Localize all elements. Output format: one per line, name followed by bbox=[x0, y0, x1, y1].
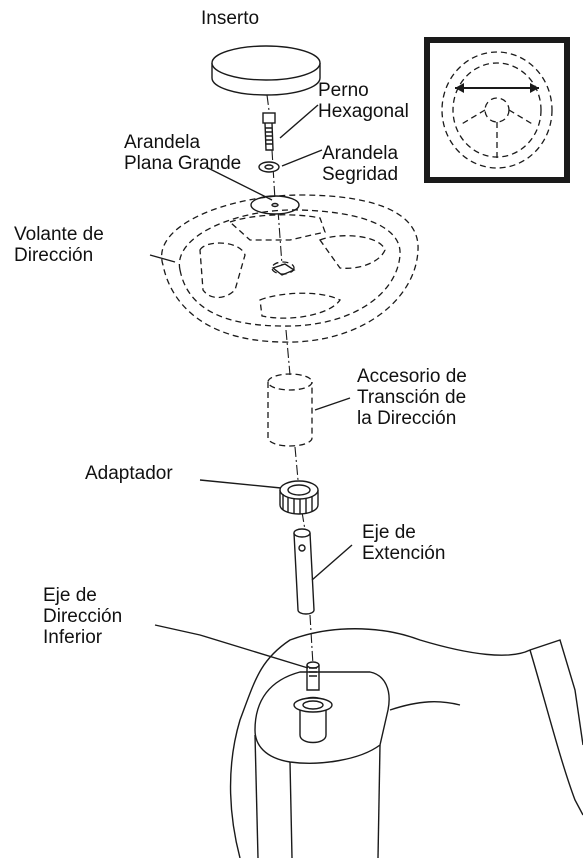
label-extension-shaft: Eje de Extención bbox=[362, 522, 445, 564]
label-transition-fitting-line2: Transción de bbox=[357, 387, 467, 408]
lock-washer bbox=[258, 161, 280, 173]
label-transition-fitting-line3: la Dirección bbox=[357, 408, 457, 429]
lower-shaft bbox=[306, 661, 320, 691]
label-lower-shaft-line3: Inferior bbox=[43, 627, 103, 648]
tractor-hood bbox=[229, 628, 583, 858]
label-flat-washer: Arandela Plana Grande bbox=[124, 132, 241, 174]
center-axis bbox=[266, 94, 314, 666]
label-insert-text: Inserto bbox=[201, 8, 260, 29]
extension-shaft bbox=[293, 528, 315, 615]
label-transition-fitting: Accesorio de Transción de la Dirección bbox=[357, 366, 467, 429]
label-lower-shaft-line1: Eje de bbox=[43, 585, 97, 606]
label-steering-wheel-line2: Dirección bbox=[14, 245, 94, 266]
label-hex-bolt-line1: Perno bbox=[318, 80, 369, 101]
label-hex-bolt-line2: Hexagonal bbox=[318, 101, 409, 122]
label-transition-fitting-line1: Accesorio de bbox=[357, 366, 467, 387]
transition-tube bbox=[267, 373, 313, 447]
label-steering-wheel: Volante de Dirección bbox=[14, 224, 104, 266]
label-lock-washer-line1: Arandela bbox=[322, 143, 399, 164]
steering-wheel bbox=[160, 194, 419, 343]
label-lower-shaft-line2: Dirección bbox=[43, 606, 123, 627]
insert-disc bbox=[211, 45, 321, 96]
inset-top-view bbox=[424, 37, 570, 183]
label-extension-shaft-line1: Eje de bbox=[362, 522, 416, 543]
label-lock-washer: Arandela Segridad bbox=[322, 143, 398, 185]
adapter bbox=[279, 480, 319, 515]
label-flat-washer-line1: Arandela bbox=[124, 132, 201, 153]
label-extension-shaft-line2: Extención bbox=[362, 543, 446, 564]
label-lower-shaft: Eje de Dirección Inferior bbox=[43, 585, 122, 648]
label-hex-bolt: Perno Hexagonal bbox=[318, 80, 409, 122]
label-steering-wheel-line1: Volante de bbox=[14, 224, 104, 245]
label-insert: Inserto bbox=[201, 8, 259, 29]
hex-bolt bbox=[262, 112, 276, 151]
label-adapter: Adaptador bbox=[85, 463, 173, 484]
label-lock-washer-line2: Segridad bbox=[322, 164, 399, 185]
label-flat-washer-line2: Plana Grande bbox=[124, 153, 242, 174]
leader-lines bbox=[149, 104, 353, 669]
label-adapter-text: Adaptador bbox=[85, 463, 173, 484]
